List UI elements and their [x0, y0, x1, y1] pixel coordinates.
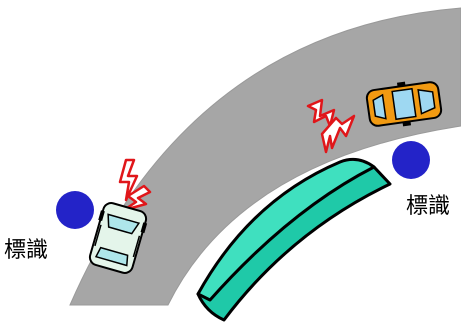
barrier: [196, 157, 392, 322]
car-near-icon: [88, 202, 148, 274]
sign-label-right: 標識: [406, 194, 451, 219]
road: [69, 7, 461, 306]
sign-left: [56, 191, 94, 229]
car-far-icon: [365, 81, 443, 127]
sign-label-left: 標識: [4, 238, 49, 263]
signal-arrow-icon: [306, 98, 356, 154]
sign-right: [392, 141, 430, 179]
signal-arrow-icon: [118, 158, 152, 212]
